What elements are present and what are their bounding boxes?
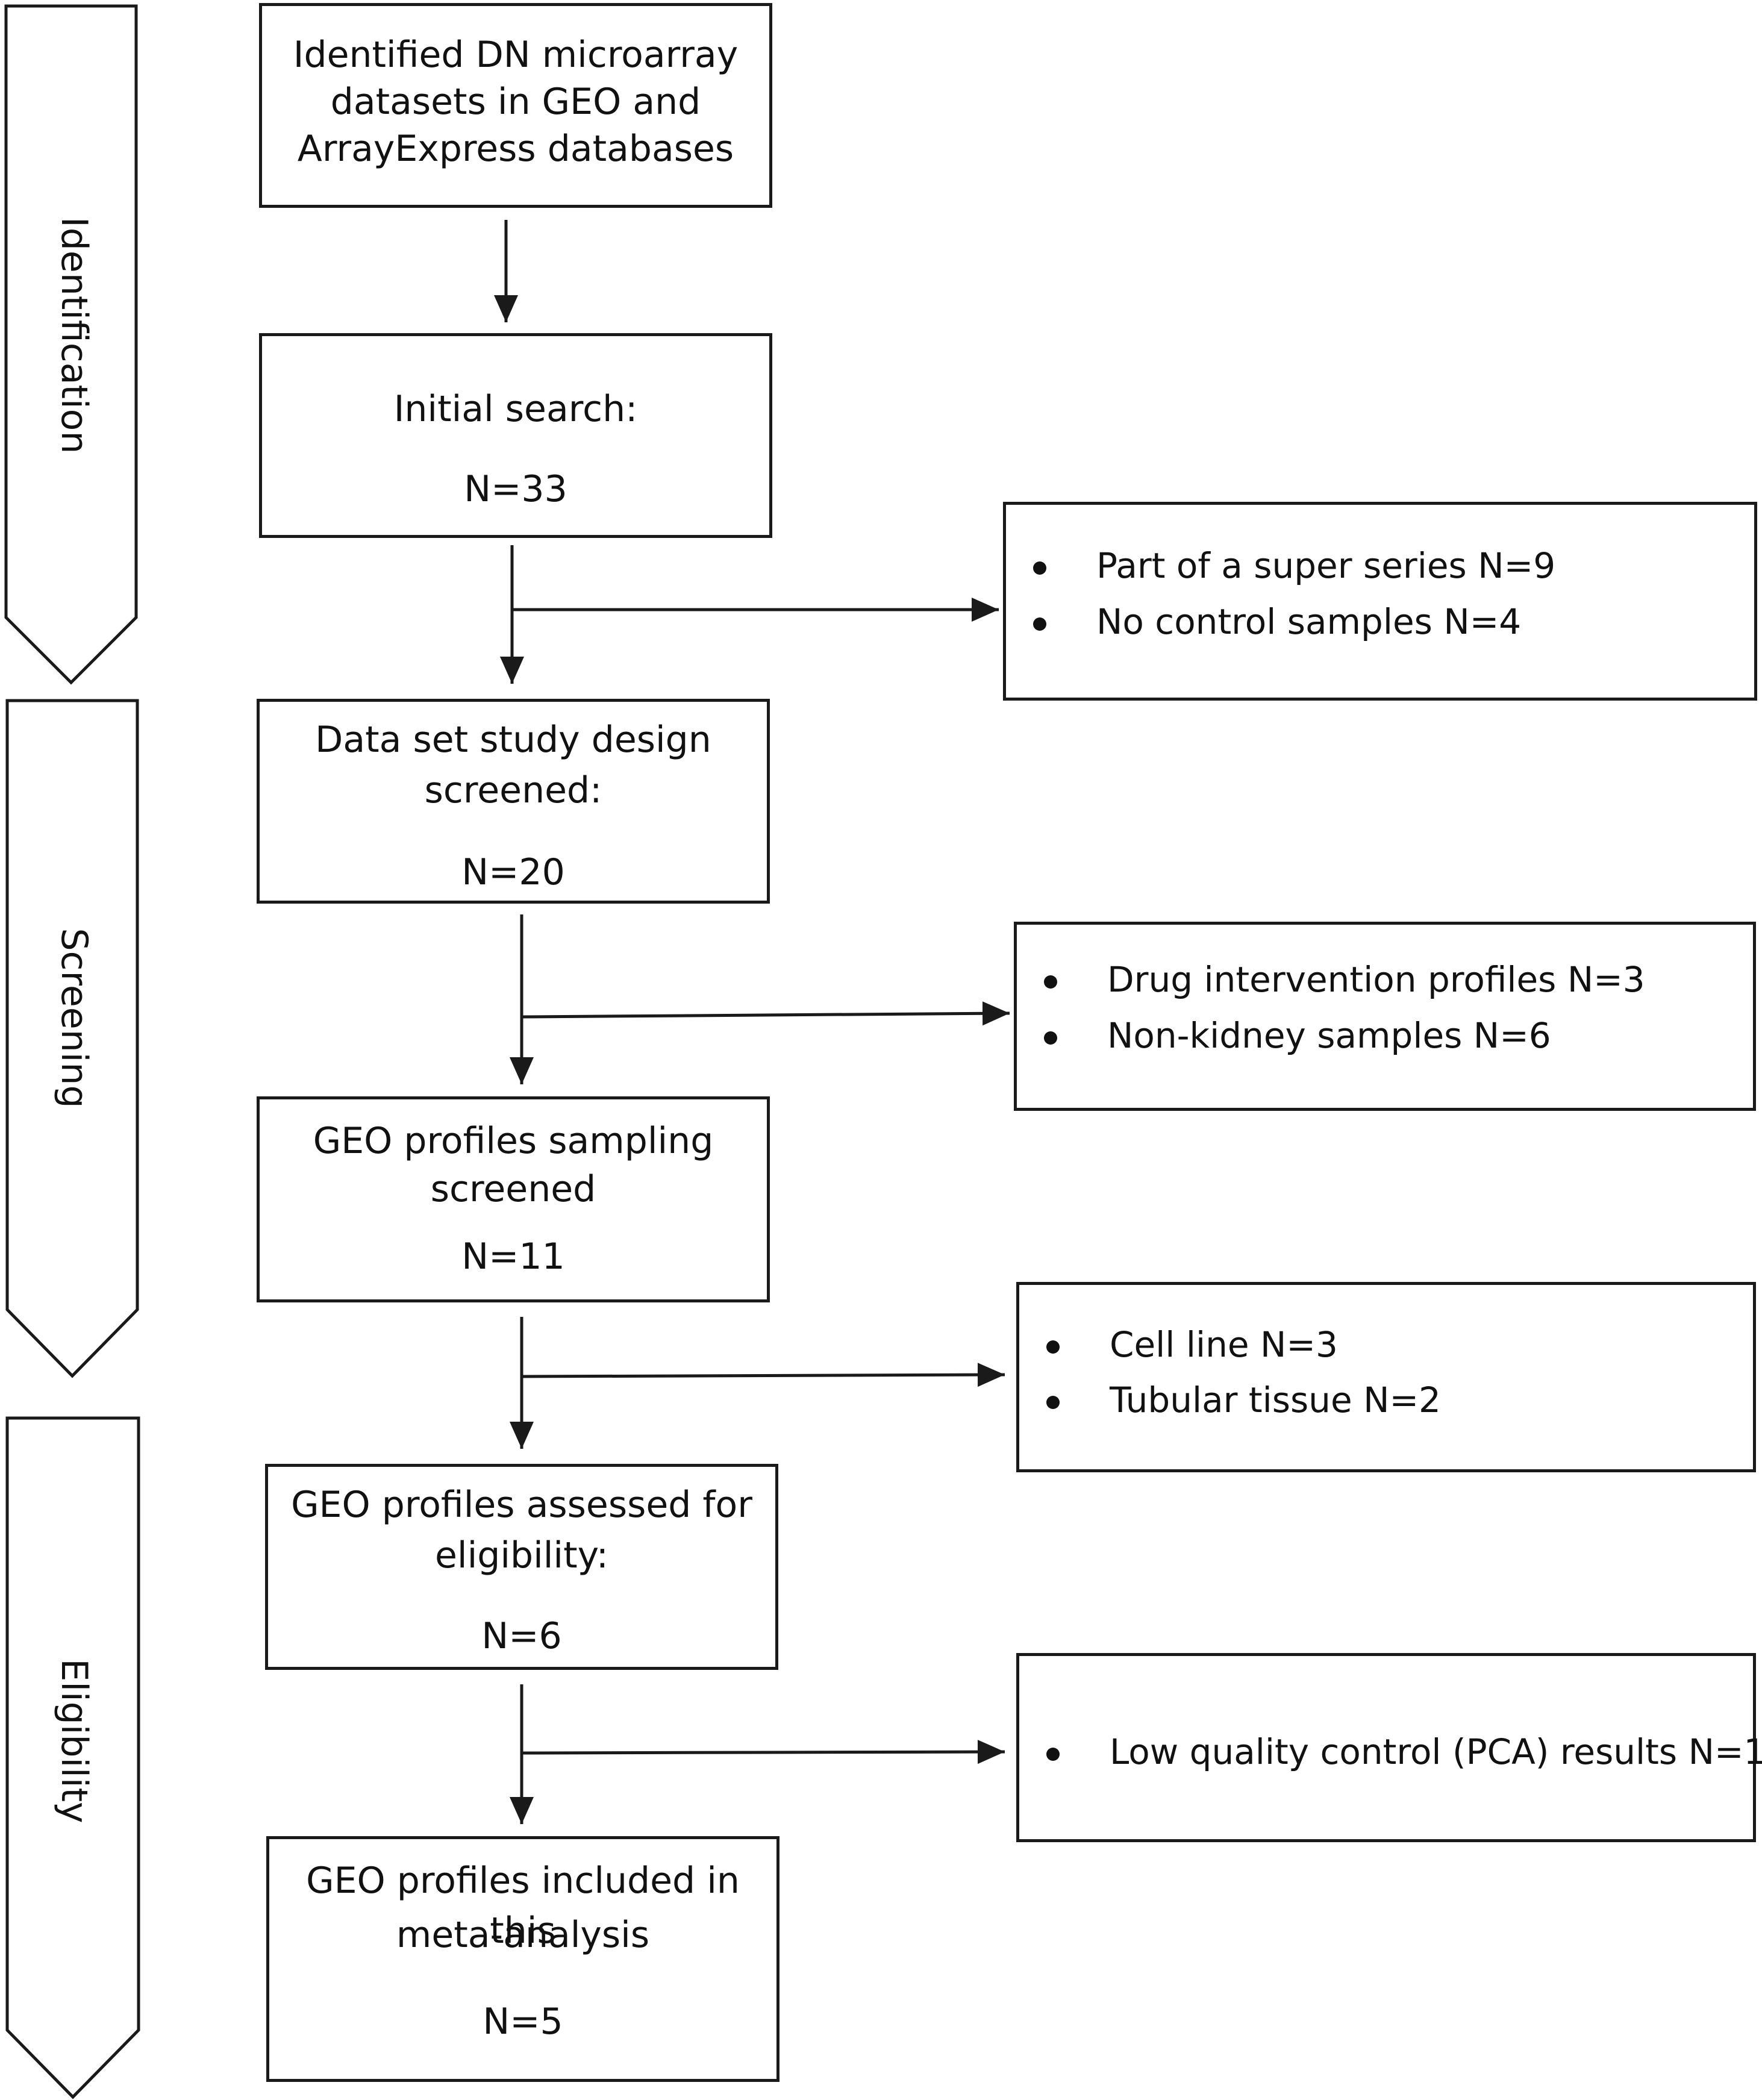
exclusion-text: Tubular tissue N=2	[1110, 1380, 1441, 1420]
bullet-icon	[1046, 1340, 1060, 1354]
exclusion-text: Cell line N=3	[1110, 1324, 1338, 1365]
count-label: N=11	[461, 1236, 565, 1278]
bullet-icon	[1044, 975, 1057, 989]
bullet-icon	[1046, 1748, 1060, 1761]
exclusion-box-identification: Part of a super series N=9 No control sa…	[1003, 502, 1757, 701]
bullet-icon	[1033, 617, 1046, 631]
box-line: eligibility:	[435, 1534, 608, 1577]
eligibility-stage-chevron	[5, 1416, 140, 2099]
sampling-screened-box: GEO profiles sampling screened N=11	[257, 1096, 770, 1302]
box-line: meta-analysis	[396, 1914, 650, 1956]
study-design-screened-box: Data set study design screened: N=20	[257, 699, 770, 904]
stage-label-identification: Identification	[53, 217, 95, 454]
screening-stage-chevron	[5, 699, 139, 1378]
bullet-icon	[1033, 561, 1046, 575]
exclusion-box-design: Drug intervention profiles N=3 Non-kidne…	[1014, 922, 1756, 1111]
box-line: Initial search:	[393, 388, 638, 430]
exclusion-text: Low quality control (PCA) results N=1	[1110, 1731, 1762, 1772]
identified-datasets-box: Identified DN microarray datasets in GEO…	[259, 3, 772, 208]
identification-stage-chevron	[4, 4, 138, 685]
box-line: datasets in GEO and	[330, 81, 701, 123]
exclusion-text: Drug intervention profiles N=3	[1107, 959, 1645, 1000]
arrow-eligibility-to-exclusion	[521, 1740, 1005, 1764]
box-line: GEO profiles included in this	[306, 1860, 740, 1952]
included-box: GEO profiles included in this meta-analy…	[266, 1836, 779, 2082]
box-line: ArrayExpress databases	[297, 128, 734, 170]
box-line: GEO profiles sampling	[313, 1120, 714, 1162]
initial-search-box: Initial search: N=33	[259, 333, 772, 538]
box-line: screened	[430, 1168, 596, 1210]
exclusion-box-eligibility: Low quality control (PCA) results N=1	[1016, 1653, 1762, 1842]
arrow-design-to-exclusion	[521, 1001, 1010, 1026]
count-label: N=5	[483, 2001, 563, 2043]
bullet-icon	[1044, 1031, 1057, 1045]
stage-label-eligibility: Eligibility	[53, 1658, 95, 1823]
box-line: screened:	[424, 769, 602, 811]
box-line: GEO profiles assessed for	[291, 1484, 752, 1526]
box-line: Identified DN microarray	[293, 34, 739, 76]
bullet-icon	[1046, 1396, 1060, 1409]
eligibility-assessed-box: GEO profiles assessed for eligibility: N…	[265, 1464, 778, 1670]
exclusion-box-sampling: Cell line N=3 Tubular tissue N=2	[1016, 1282, 1756, 1472]
exclusion-text: No control samples N=4	[1096, 601, 1522, 642]
stage-label-screening: Screening	[53, 928, 95, 1108]
exclusion-text: Non-kidney samples N=6	[1107, 1015, 1551, 1056]
count-label: N=33	[464, 468, 567, 510]
count-label: N=20	[461, 851, 565, 893]
box-line: Data set study design	[315, 719, 711, 761]
exclusion-text: Part of a super series N=9	[1096, 545, 1556, 586]
count-label: N=6	[481, 1615, 562, 1657]
arrow-sampling-to-exclusion	[521, 1363, 1005, 1387]
